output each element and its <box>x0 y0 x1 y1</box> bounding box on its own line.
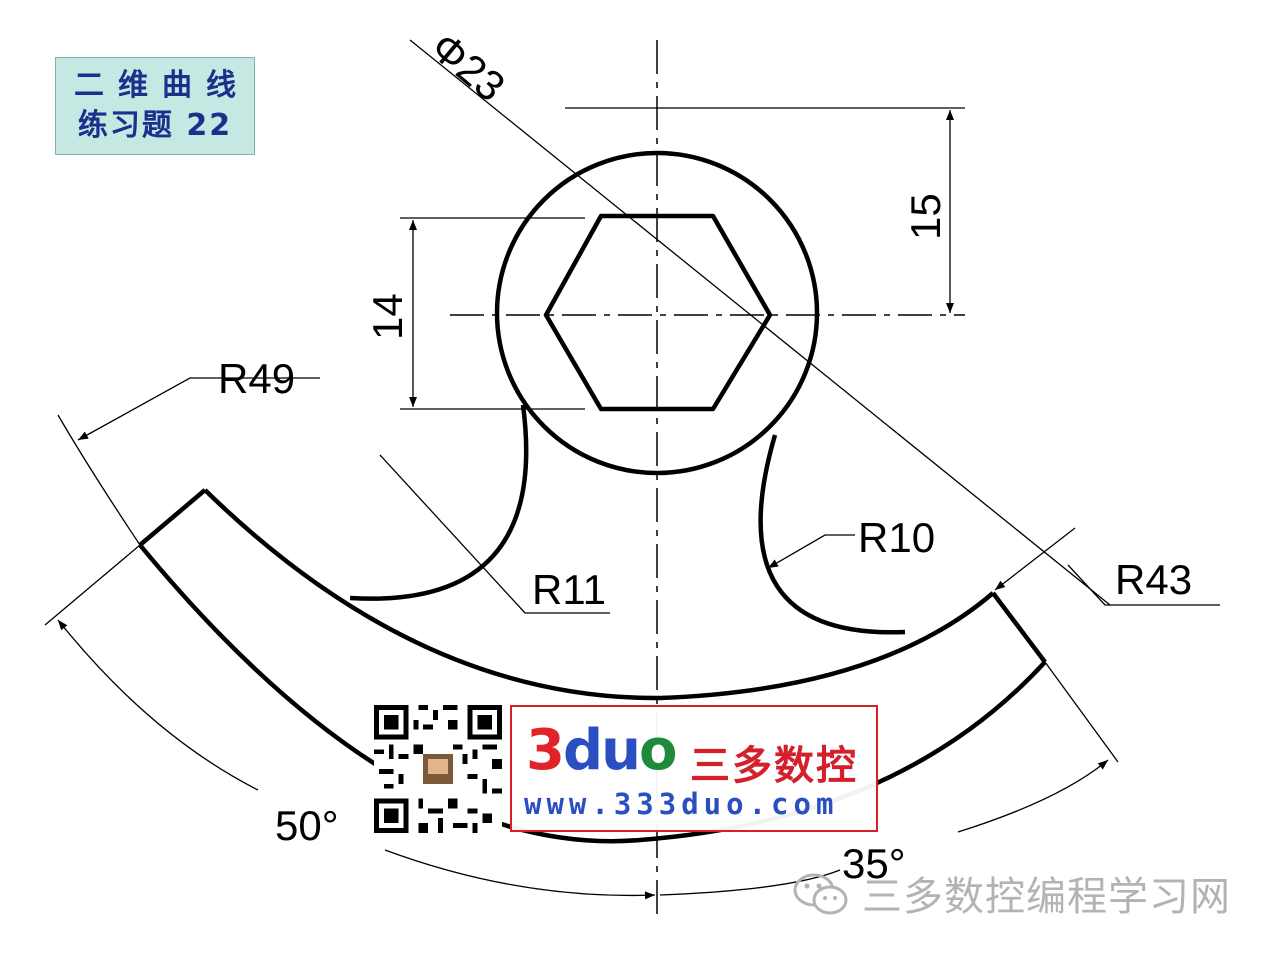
logo-url: www.333duo.com <box>524 787 839 821</box>
label-diameter: Φ23 <box>422 23 514 111</box>
qr-code <box>374 705 502 833</box>
exercise-title: 二维曲线 练习题 22 <box>55 57 255 155</box>
label-50deg: 50° <box>275 802 339 849</box>
inner-arc <box>203 488 995 701</box>
angle-arc-50-bottom <box>384 849 656 900</box>
angle-arc-35-right <box>957 759 1109 833</box>
label-r11: R11 <box>532 566 606 613</box>
label-r43: R43 <box>1115 556 1192 603</box>
left-fillet-r11 <box>349 404 529 601</box>
part-outline <box>138 150 1047 844</box>
title-line-1: 二维曲线 <box>74 68 250 103</box>
label-r10: R10 <box>858 514 935 561</box>
right-end-line <box>991 591 1047 664</box>
watermark-text: 三多数控编程学习网 <box>862 874 1231 920</box>
angle-arc-35 <box>659 869 841 896</box>
right-fillet-r10 <box>758 434 906 635</box>
ext-line-35 <box>1044 661 1119 763</box>
logo-chinese-name: 三多数控 <box>690 743 858 789</box>
r43-arrow <box>994 527 1076 591</box>
r49-leader <box>77 377 320 441</box>
brand-logo: 3duo 三多数控 www.333duo.com <box>510 705 878 832</box>
hexagon-hole <box>543 213 773 412</box>
diameter-leader <box>409 39 1111 606</box>
wechat-icon <box>793 873 848 915</box>
label-35deg: 35° <box>842 840 906 887</box>
label-15: 15 <box>902 193 949 240</box>
logo-3duo-wordmark: 3duo <box>526 718 677 783</box>
angle-arc-50 <box>57 619 259 791</box>
outer-arc <box>138 543 1047 844</box>
label-14: 14 <box>364 293 411 340</box>
title-line-2: 练习题 22 <box>77 108 233 143</box>
r10-leader <box>767 534 855 569</box>
left-end-line <box>138 488 207 547</box>
r43-leader <box>1067 564 1220 606</box>
wechat-watermark: 三多数控编程学习网 <box>790 868 1231 920</box>
hub-circle <box>494 150 820 476</box>
dimension-lines <box>44 39 1220 900</box>
r49-ext-arc <box>57 414 141 546</box>
label-r49: R49 <box>218 355 295 402</box>
r11-leader <box>379 454 610 614</box>
ext-line-50 <box>44 544 141 626</box>
